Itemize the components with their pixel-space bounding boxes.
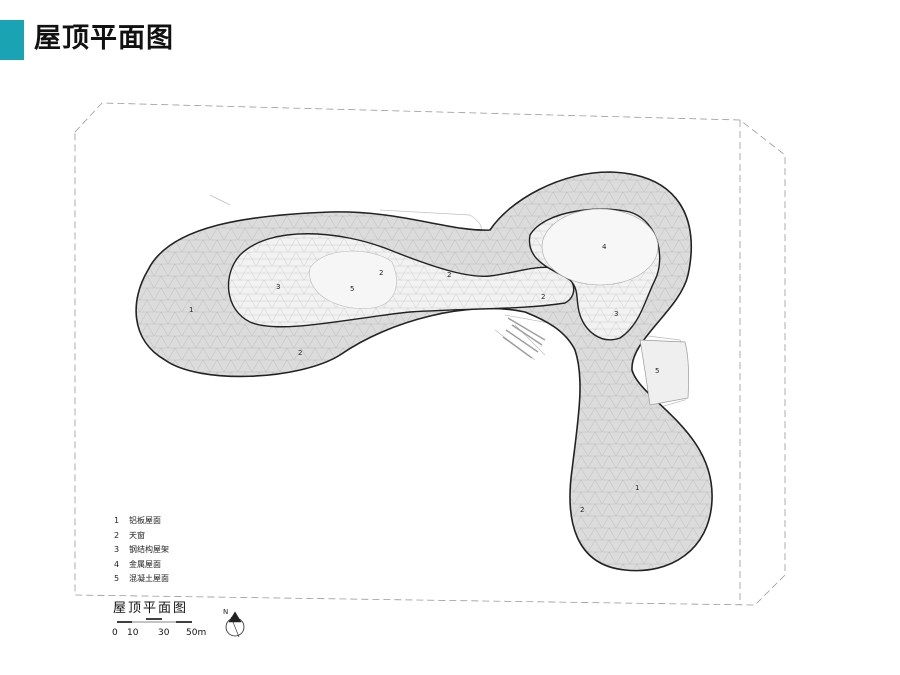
- legend-item: 3 钢结构屋架: [114, 543, 169, 558]
- region-label-1a: 1: [189, 306, 193, 314]
- legend-item-label: 铝板屋面: [129, 516, 161, 525]
- site-boundary: [74, 102, 786, 606]
- region-label-3b: 3: [614, 310, 618, 318]
- legend-item: 5 混凝土屋面: [114, 572, 169, 587]
- skylight-left: [227, 233, 575, 328]
- region-label-5a: 5: [350, 285, 354, 293]
- scale-tick-10: 10: [127, 628, 139, 638]
- legend-item-number: 4: [114, 559, 120, 569]
- stair-hatch: [502, 317, 546, 359]
- legend-item-number: 1: [114, 516, 120, 525]
- legend-item: 1 铝板屋面: [114, 514, 169, 529]
- legend: 1 铝板屋面 2 天窗 3 钢结构屋架 4 金属屋面 5 混凝土屋面: [114, 514, 169, 587]
- region-label-2c: 2: [447, 271, 451, 279]
- north-arrow-icon: N: [223, 608, 245, 638]
- legend-item-label: 混凝土屋面: [129, 574, 169, 583]
- concrete-roof-left: [309, 250, 397, 309]
- scale-tick-30: 30: [158, 628, 170, 638]
- region-label-2e: 2: [580, 506, 584, 514]
- page-title: 屋顶平面图: [34, 23, 174, 54]
- legend-item-label: 金属屋面: [129, 559, 161, 569]
- legend-item-number: 5: [114, 574, 120, 583]
- legend-item: 4 金属屋面: [114, 558, 169, 573]
- metal-roof-core: [541, 208, 659, 286]
- legend-item-label: 天窗: [129, 530, 145, 540]
- legend-item-label: 钢结构屋架: [129, 545, 169, 554]
- region-label-5b: 5: [655, 367, 659, 375]
- scale-tick-0: 0: [112, 628, 118, 638]
- plan-caption: 屋顶平面图: [113, 601, 189, 616]
- region-label-3a: 3: [276, 283, 280, 291]
- scale-bar: [117, 618, 192, 623]
- legend-item-number: 3: [114, 545, 120, 554]
- legend-item-number: 2: [114, 530, 120, 540]
- scale-tick-50m: 50m: [186, 628, 207, 638]
- title-accent-bar: [0, 20, 24, 60]
- svg-text:N: N: [223, 608, 228, 616]
- legend-item: 2 天窗: [114, 529, 169, 544]
- region-label-2a: 2: [298, 349, 302, 357]
- region-label-2b: 2: [379, 269, 383, 277]
- region-label-4: 4: [602, 243, 607, 251]
- region-label-2d: 2: [541, 293, 545, 301]
- concrete-roof-right: [639, 339, 689, 406]
- region-label-1b: 1: [635, 484, 639, 492]
